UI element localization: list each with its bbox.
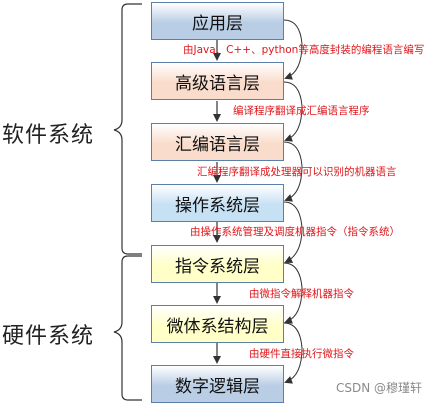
software-system-label: 软件系统 [2, 123, 95, 148]
layer-application: 应用层 [151, 2, 284, 40]
layer-operating-system: 操作系统层 [151, 184, 284, 222]
layer-assembly-language: 汇编语言层 [151, 123, 284, 161]
annotation-assemble: 汇编程序翻译成处理器可以识别的机器语言 [197, 166, 397, 178]
annotation-hardware-exec: 由硬件直接执行微指令 [249, 348, 354, 360]
software-brace [113, 3, 142, 255]
curve-arrow-5 [283, 262, 303, 324]
curve-arrow-1 [283, 19, 303, 80]
layer-high-level-language: 高级语言层 [151, 62, 284, 100]
watermark: CSDN @穆瑾轩 [335, 381, 422, 395]
hardware-system-label: 硬件系统 [2, 324, 95, 349]
annotation-microcode: 由微指令解释机器指令 [249, 288, 354, 300]
layer-microarchitecture: 微体系结构层 [151, 305, 284, 343]
annotation-high-level: 由Java、C++、python等高度封装的编程语言编写 [183, 44, 425, 56]
layer-instruction-set: 指令系统层 [151, 245, 284, 283]
curve-arrow-6 [283, 322, 303, 384]
curve-arrow-2 [283, 81, 303, 142]
annotation-os-schedule: 由操作系统管理及调度机器指令（指令系统） [190, 226, 400, 238]
annotation-compile: 编译程序翻译成汇编语言程序 [233, 105, 370, 117]
curve-arrow-3 [283, 141, 303, 202]
hardware-brace [113, 255, 142, 401]
layer-digital-logic: 数字逻辑层 [151, 365, 284, 403]
curve-arrow-4 [283, 201, 303, 263]
